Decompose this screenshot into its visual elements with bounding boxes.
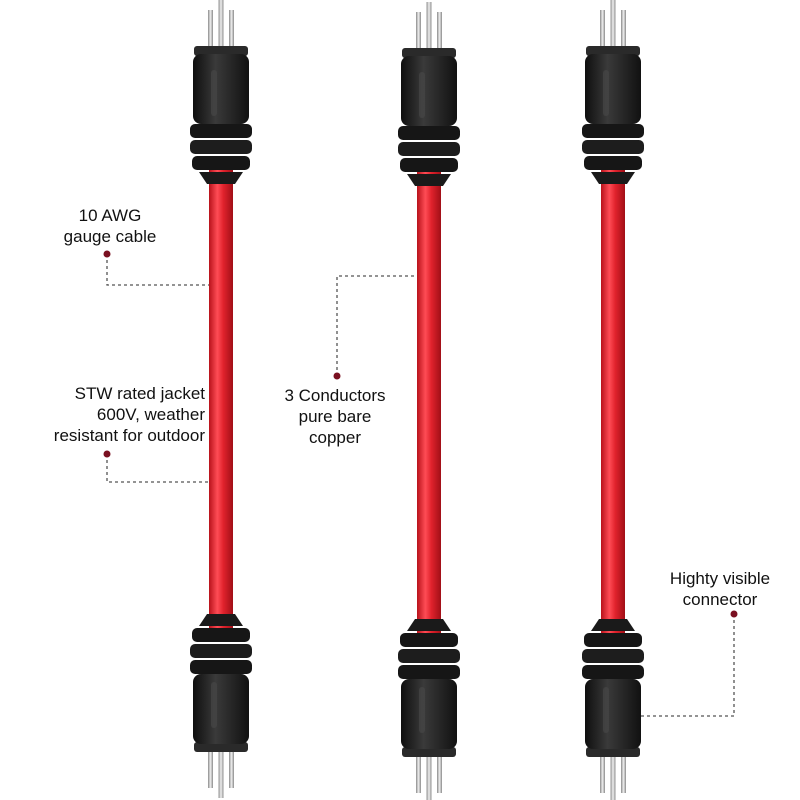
leader-awg — [106, 254, 209, 286]
cable-right-jacket — [601, 165, 625, 645]
callout-jacket: STW rated jacket 600V, weather resistant… — [0, 383, 205, 446]
leader-connector-dot — [730, 610, 738, 618]
leader-conductors-dot — [333, 372, 341, 380]
cable-middle-top-plug — [398, 2, 460, 186]
cable-left-jacket — [209, 160, 233, 640]
callout-conductors-line2: pure bare — [298, 407, 372, 426]
callout-connector-line2: connector — [682, 590, 758, 609]
cable-right-bottom-plug — [582, 619, 644, 800]
callout-connector: Highty visible connector — [650, 568, 790, 610]
callout-jacket-line3: resistant for outdoor — [53, 426, 205, 445]
cable-right — [582, 0, 644, 800]
cable-middle-jacket — [417, 165, 441, 645]
callout-awg-line1: 10 AWG — [78, 206, 142, 225]
leader-jacket — [106, 454, 209, 483]
cable-middle — [398, 2, 460, 800]
leader-awg-dot — [103, 250, 111, 258]
callout-awg-line2: gauge cable — [63, 227, 157, 246]
leader-jacket-dot — [103, 450, 111, 458]
callout-jacket-line2: 600V, weather — [96, 405, 205, 424]
cable-left-top-plug — [190, 0, 252, 184]
callout-conductors-line3: copper — [309, 428, 361, 447]
leader-conductors — [336, 275, 417, 376]
cable-middle-bottom-plug — [398, 619, 460, 800]
cable-right-top-plug — [582, 0, 644, 184]
leader-connector — [640, 614, 735, 717]
cable-left-bottom-plug — [190, 614, 252, 798]
callout-conductors: 3 Conductors pure bare copper — [260, 385, 410, 448]
callout-awg: 10 AWG gauge cable — [55, 205, 165, 247]
callout-connector-line1: Highty visible — [669, 569, 771, 588]
callout-conductors-line1: 3 Conductors — [284, 386, 386, 405]
callout-jacket-line1: STW rated jacket — [74, 384, 205, 403]
cable-left — [190, 0, 252, 798]
